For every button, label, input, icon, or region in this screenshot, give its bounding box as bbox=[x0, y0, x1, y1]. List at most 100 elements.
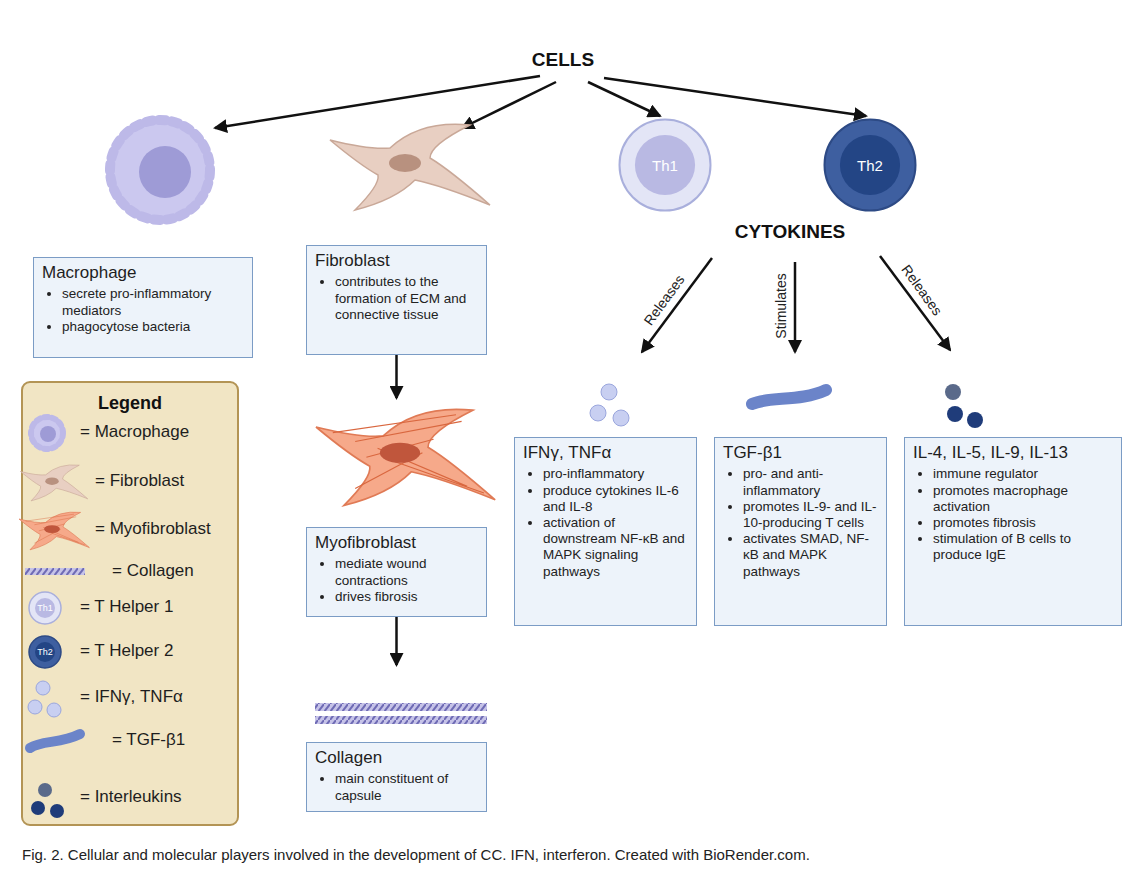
legend-entry: = Fibroblast bbox=[95, 471, 184, 491]
bullet-item: phagocytose bacteria bbox=[62, 319, 244, 335]
diagram-label: Releases bbox=[898, 262, 945, 319]
cytokine-arrows bbox=[642, 256, 950, 352]
legend-text: = T Helper 1 bbox=[80, 597, 173, 616]
th2-icon bbox=[35, 642, 55, 662]
cytokine-dot bbox=[945, 384, 961, 400]
process-box: Myofibroblast mediate wound contractionsd… bbox=[306, 398, 487, 617]
myofibroblast-icon bbox=[19, 512, 89, 550]
diagram-label: Releases bbox=[640, 272, 687, 329]
legend-icons bbox=[19, 417, 89, 818]
bullet-list: mediate wound contractionsdrives fibrosi… bbox=[315, 556, 478, 605]
flow-arrow bbox=[395, 617, 398, 665]
cytokine-dot bbox=[601, 384, 617, 400]
th2-icon bbox=[29, 636, 61, 668]
bullet-item: drives fibrosis bbox=[335, 589, 478, 605]
cell-label: Th2 bbox=[823, 118, 917, 212]
collagen-fiber bbox=[315, 703, 487, 711]
bullet-item: pro-inflammatory bbox=[543, 466, 688, 482]
box-heading: Fibroblast bbox=[315, 251, 478, 271]
interleukin-dots bbox=[945, 384, 983, 428]
collagen-fiber bbox=[315, 716, 487, 724]
bullet-item: promotes fibrosis bbox=[933, 515, 1113, 531]
box-heading: Collagen bbox=[315, 748, 478, 768]
legend-text: = Collagen bbox=[112, 561, 194, 580]
box-heading: Myofibroblast bbox=[315, 533, 478, 553]
process-box: IL-4, IL-5, IL-9, IL-13immune regulatorp… bbox=[904, 437, 1122, 626]
bullet-item: mediate wound contractions bbox=[335, 556, 478, 588]
bullet-list: secrete pro-inflammatory mediatorsphagoc… bbox=[42, 286, 244, 335]
legend-text: = Fibroblast bbox=[95, 471, 184, 490]
legend-entry: = Collagen bbox=[112, 561, 194, 581]
ifn-icon bbox=[28, 700, 42, 714]
interleukin-icon bbox=[50, 804, 64, 818]
cell-circle: Th2 bbox=[823, 118, 917, 212]
legend-entry: = Interleukins bbox=[80, 787, 182, 807]
legend-entry: = Macrophage bbox=[80, 422, 189, 442]
bullet-list: pro- and anti-inflammatorypromotes IL-9-… bbox=[723, 466, 878, 579]
fibroblast-illustration bbox=[330, 124, 490, 210]
legend-text: = Myofibroblast bbox=[95, 519, 211, 538]
bullet-item: stimulation of B cells to produce IgE bbox=[933, 531, 1113, 563]
tgf-molecule bbox=[752, 390, 826, 404]
fibroblast-icon bbox=[20, 465, 87, 501]
cells-arrows bbox=[215, 76, 866, 128]
box-frame: IL-4, IL-5, IL-9, IL-13immune regulatorp… bbox=[904, 437, 1122, 626]
ifn-icon bbox=[47, 703, 61, 717]
legend-entry: = Myofibroblast bbox=[95, 519, 211, 539]
process-box: TGF-β1pro- and anti-inflammatorypromotes… bbox=[714, 437, 887, 626]
bullet-list: main constituent of capsule bbox=[315, 771, 478, 803]
box-frame: IFNγ, TNFα pro-inflammatoryproduce cytoki… bbox=[514, 437, 697, 626]
cytokine-dot bbox=[947, 406, 963, 422]
bullet-list: pro-inflammatoryproduce cytokines IL-6 a… bbox=[523, 466, 688, 579]
macrophage-body bbox=[110, 120, 210, 220]
myofibroblast-illustration bbox=[316, 409, 495, 505]
legend-entry: = IFNγ, TNFα bbox=[80, 687, 183, 707]
cytokine-dot bbox=[967, 412, 983, 428]
diagram-label: Th2 bbox=[37, 647, 53, 657]
legend-box bbox=[22, 382, 238, 825]
diagram-label: Legend bbox=[98, 393, 162, 414]
legend-text: = Macrophage bbox=[80, 422, 189, 441]
legend-entry: = T Helper 1 bbox=[80, 597, 173, 617]
th1-icon bbox=[29, 592, 61, 624]
bullet-item: produce cytokines IL-6 and IL-8 bbox=[543, 483, 688, 515]
bullet-item: main constituent of capsule bbox=[335, 771, 478, 803]
box-frame: Fibroblastcontributes to the formation o… bbox=[306, 245, 487, 355]
collagen-icon bbox=[25, 568, 85, 575]
connector-group bbox=[396, 355, 397, 665]
macrophage-icon bbox=[31, 417, 63, 449]
legend-entry: = T Helper 2 bbox=[80, 641, 173, 661]
legend-text: = IFNγ, TNFα bbox=[80, 687, 183, 706]
process-box: Macrophage secrete pro-inflammatory media… bbox=[33, 257, 253, 358]
interleukin-icon bbox=[31, 801, 45, 815]
process-box: Fibroblastcontributes to the formation o… bbox=[306, 245, 487, 355]
legend-entry: = TGF-β1 bbox=[112, 730, 185, 750]
box-heading: Macrophage bbox=[42, 263, 244, 283]
bullet-list: immune regulatorpromotes macrophage acti… bbox=[913, 466, 1113, 563]
process-box: IFNγ, TNFα pro-inflammatoryproduce cytoki… bbox=[514, 437, 697, 626]
macrophage-illustration bbox=[110, 120, 210, 220]
macrophage-icon bbox=[40, 426, 56, 442]
box-frame: Macrophage secrete pro-inflammatory media… bbox=[33, 257, 253, 358]
arrow-line bbox=[215, 76, 540, 128]
diagram-label: Stimulates bbox=[773, 273, 789, 338]
arrow-line bbox=[462, 82, 556, 128]
bullet-item: promotes macrophage activation bbox=[933, 483, 1113, 515]
cytokine-dot bbox=[590, 405, 606, 421]
process-box: Collagen main constituent of capsule bbox=[306, 665, 487, 812]
flow-arrow bbox=[395, 355, 398, 398]
arrow-line bbox=[588, 82, 660, 116]
box-frame: TGF-β1pro- and anti-inflammatorypromotes… bbox=[714, 437, 887, 626]
arrow-line bbox=[880, 256, 950, 350]
legend-text: = TGF-β1 bbox=[112, 730, 185, 749]
diagram-label: Th1 bbox=[37, 603, 53, 613]
tgf-icon bbox=[30, 734, 80, 748]
bullet-item: promotes IL-9- and IL-10-producing T cel… bbox=[743, 499, 878, 531]
legend-text: = Interleukins bbox=[80, 787, 182, 806]
cytokine-dot bbox=[613, 410, 629, 426]
bullet-item: activates SMAD, NF-κB and MAPK pathways bbox=[743, 531, 878, 580]
ifn-icon bbox=[36, 681, 50, 695]
arrow-line bbox=[604, 78, 866, 116]
box-heading: IFNγ, TNFα bbox=[523, 443, 688, 463]
